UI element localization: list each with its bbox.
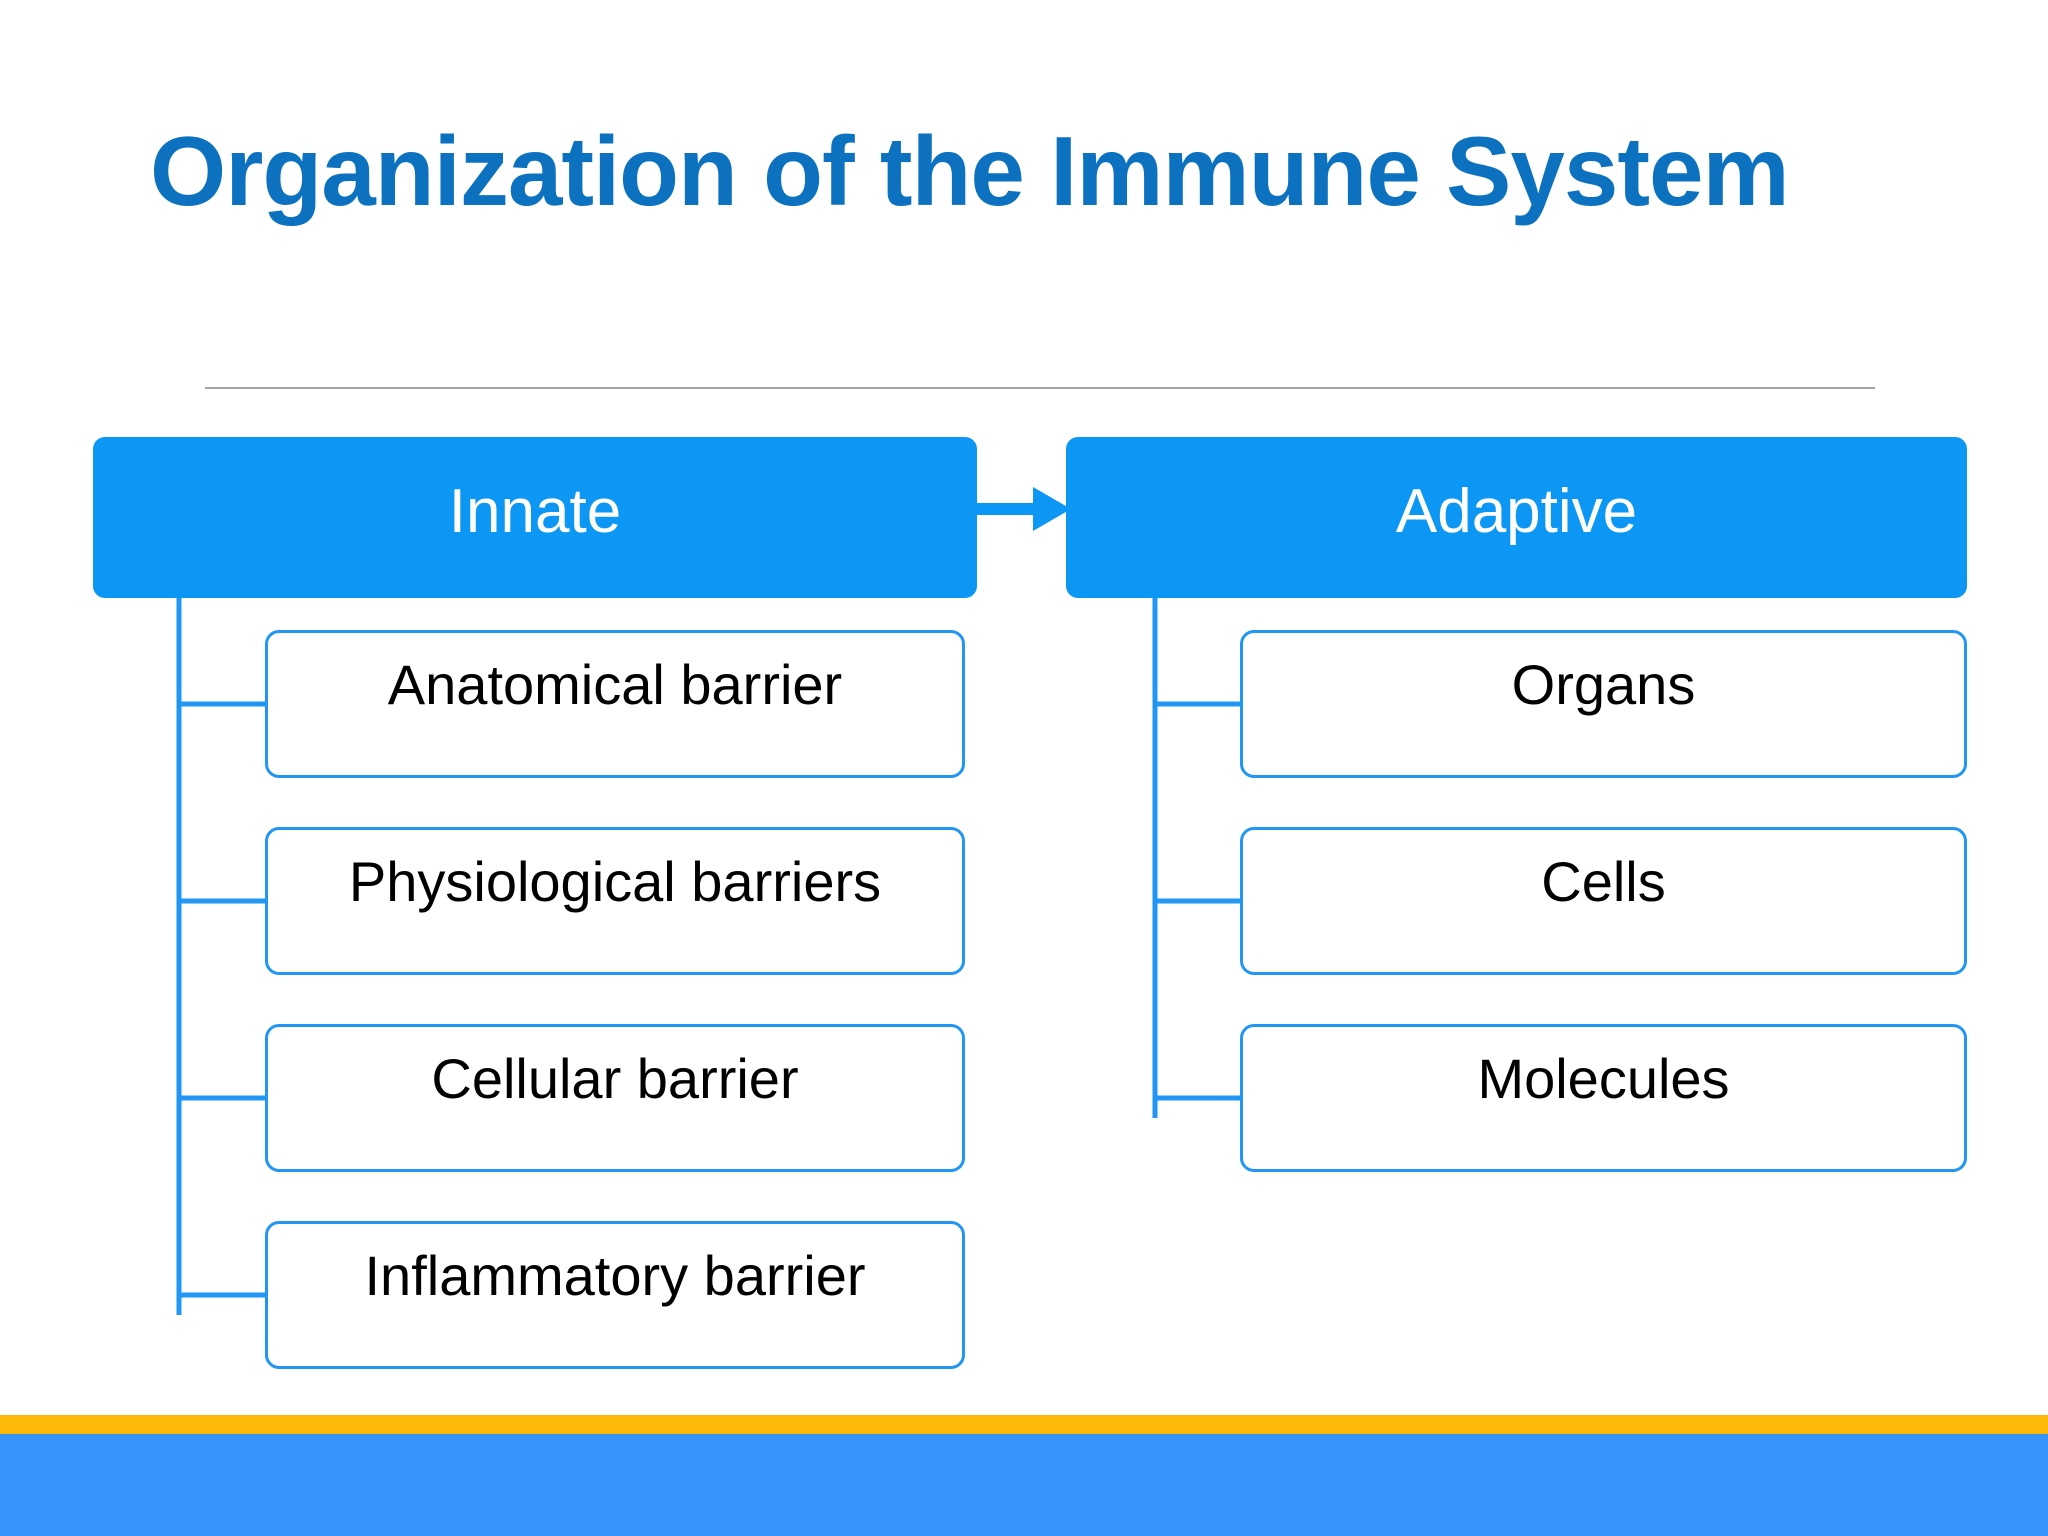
node-cellular-barrier[interactable]: Cellular barrier [265,1024,965,1172]
node-physiological-barriers[interactable]: Physiological barriers [265,827,965,975]
page-title: Organization of the Immune System [150,116,1790,226]
node-physiological-barriers-label: Physiological barriers [348,849,882,913]
node-organs-label: Organs [1511,652,1696,716]
node-molecules[interactable]: Molecules [1240,1024,1967,1172]
node-cells-label: Cells [1541,849,1666,913]
node-inflammatory-barrier-label: Inflammatory barrier [364,1243,866,1307]
node-cells[interactable]: Cells [1240,827,1967,975]
arrow-right-icon [973,487,1071,531]
footer-accent-bar-gold [0,1415,2048,1434]
node-inflammatory-barrier[interactable]: Inflammatory barrier [265,1221,965,1369]
title-divider [205,387,1875,389]
footer-accent-bar-blue [0,1434,2048,1536]
node-header-innate-label: Innate [448,477,622,546]
node-anatomical-barrier-label: Anatomical barrier [387,652,843,716]
node-cellular-barrier-label: Cellular barrier [431,1046,799,1110]
node-header-adaptive-label: Adaptive [1395,477,1638,546]
node-anatomical-barrier[interactable]: Anatomical barrier [265,630,965,778]
node-header-adaptive[interactable]: Adaptive [1066,437,1967,598]
node-header-innate[interactable]: Innate [93,437,977,598]
node-molecules-label: Molecules [1477,1046,1730,1110]
node-organs[interactable]: Organs [1240,630,1967,778]
